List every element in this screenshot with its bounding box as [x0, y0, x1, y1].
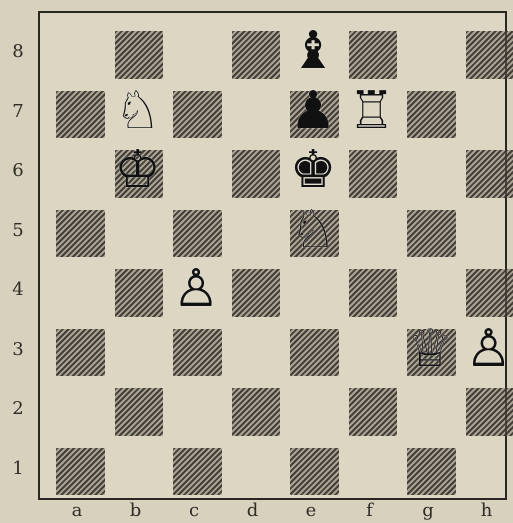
square-g1[interactable] — [407, 448, 456, 496]
square-d4[interactable] — [232, 269, 281, 317]
black-bishop-icon[interactable]: ♝ — [284, 21, 342, 81]
square-c7[interactable] — [173, 91, 222, 139]
square-f6[interactable] — [349, 150, 398, 198]
rank-label-1: 1 — [8, 458, 28, 479]
square-d1[interactable] — [226, 440, 285, 500]
square-a4[interactable] — [50, 261, 109, 321]
square-c5[interactable] — [173, 210, 222, 258]
square-b2[interactable] — [115, 388, 164, 436]
file-label-a: a — [48, 500, 106, 521]
white-queen-icon[interactable]: ♕ — [401, 319, 459, 379]
square-c3[interactable] — [173, 329, 222, 377]
square-d3[interactable] — [226, 321, 285, 381]
square-g2[interactable] — [401, 380, 460, 440]
square-e2[interactable] — [284, 380, 343, 440]
square-g4[interactable] — [401, 261, 460, 321]
square-a1[interactable] — [56, 448, 105, 496]
square-e3[interactable] — [290, 329, 339, 377]
square-g5[interactable] — [407, 210, 456, 258]
square-b3[interactable] — [109, 321, 168, 381]
square-h2[interactable] — [466, 388, 513, 436]
file-label-h: h — [458, 500, 513, 521]
chess-board: ♝♘♟♖♔♚♘♙♕♙ — [38, 11, 507, 500]
square-a3[interactable] — [56, 329, 105, 377]
square-d2[interactable] — [232, 388, 281, 436]
white-knight-icon[interactable]: ♘ — [284, 200, 342, 260]
square-b4[interactable] — [115, 269, 164, 317]
rank-label-5: 5 — [8, 220, 28, 241]
white-pawn-icon[interactable]: ♙ — [167, 259, 225, 319]
white-king-icon[interactable]: ♔ — [109, 140, 167, 200]
square-h8[interactable] — [466, 31, 513, 79]
file-label-d: d — [224, 500, 282, 521]
square-d6[interactable] — [232, 150, 281, 198]
square-b8[interactable] — [115, 31, 164, 79]
square-h4[interactable] — [466, 269, 513, 317]
square-e4[interactable] — [284, 261, 343, 321]
square-a6[interactable] — [50, 142, 109, 202]
square-b1[interactable] — [109, 440, 168, 500]
square-f2[interactable] — [349, 388, 398, 436]
black-king-icon[interactable]: ♚ — [284, 140, 342, 200]
square-a8[interactable] — [50, 23, 109, 83]
rank-label-7: 7 — [8, 101, 28, 122]
square-h5[interactable] — [460, 202, 513, 262]
square-e1[interactable] — [290, 448, 339, 496]
rank-label-8: 8 — [8, 41, 28, 62]
square-h1[interactable] — [460, 440, 513, 500]
square-f8[interactable] — [349, 31, 398, 79]
square-h7[interactable] — [460, 83, 513, 143]
file-label-f: f — [341, 500, 399, 521]
square-d5[interactable] — [226, 202, 285, 262]
square-h6[interactable] — [466, 150, 513, 198]
rank-label-2: 2 — [8, 398, 28, 419]
file-label-c: c — [165, 500, 223, 521]
square-c1[interactable] — [173, 448, 222, 496]
white-pawn-icon[interactable]: ♙ — [460, 319, 513, 379]
square-a5[interactable] — [56, 210, 105, 258]
square-a2[interactable] — [50, 380, 109, 440]
rank-label-6: 6 — [8, 160, 28, 181]
rank-label-4: 4 — [8, 279, 28, 300]
file-label-e: e — [282, 500, 340, 521]
square-f1[interactable] — [343, 440, 402, 500]
white-knight-icon[interactable]: ♘ — [109, 81, 167, 141]
rank-label-3: 3 — [8, 339, 28, 360]
square-c2[interactable] — [167, 380, 226, 440]
file-label-b: b — [107, 500, 165, 521]
square-d7[interactable] — [226, 83, 285, 143]
square-f5[interactable] — [343, 202, 402, 262]
square-g8[interactable] — [401, 23, 460, 83]
square-a7[interactable] — [56, 91, 105, 139]
square-f4[interactable] — [349, 269, 398, 317]
white-rook-icon[interactable]: ♖ — [343, 81, 401, 141]
square-g6[interactable] — [401, 142, 460, 202]
square-c8[interactable] — [167, 23, 226, 83]
black-pawn-icon[interactable]: ♟ — [284, 81, 342, 141]
square-c6[interactable] — [167, 142, 226, 202]
square-b5[interactable] — [109, 202, 168, 262]
square-d8[interactable] — [232, 31, 281, 79]
square-f3[interactable] — [343, 321, 402, 381]
square-g7[interactable] — [407, 91, 456, 139]
file-label-g: g — [399, 500, 457, 521]
